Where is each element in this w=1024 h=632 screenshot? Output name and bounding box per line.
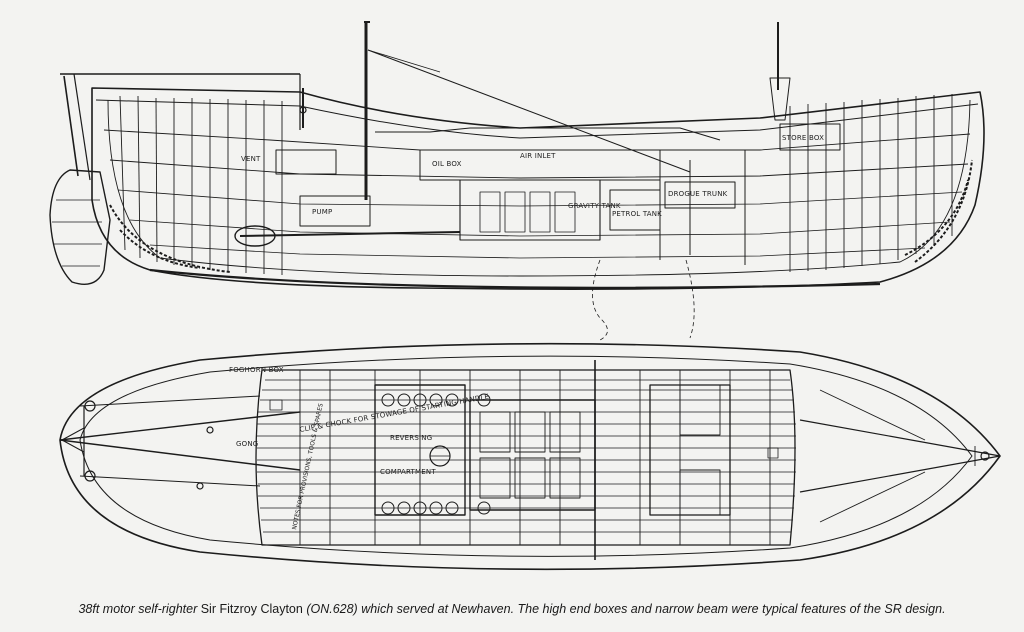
plan-view bbox=[59, 342, 1001, 571]
label-gravity-tank: GRAVITY TANK bbox=[568, 202, 621, 210]
label-petrol-tank: PETROL TANK bbox=[612, 210, 662, 218]
label-oil-box: OIL BOX bbox=[432, 160, 462, 168]
caption-part-1: 38ft motor self-righter bbox=[78, 602, 198, 616]
lifeboat-drawing: VENT PUMP OIL BOX AIR INLET GRAVITY TANK… bbox=[49, 21, 1001, 571]
figure-caption: 38ft motor self-righter Sir Fitzroy Clay… bbox=[0, 596, 1024, 622]
label-vent: VENT bbox=[241, 155, 261, 163]
label-air-inlet: AIR INLET bbox=[520, 152, 556, 160]
label-store-box: STORE BOX bbox=[782, 134, 824, 142]
label-reversing: REVERSING bbox=[390, 434, 432, 442]
caption-part-3: (ON.628) which served at Newhaven. The h… bbox=[306, 602, 946, 616]
label-foghorn-box: FOGHORN BOX bbox=[229, 366, 284, 374]
label-compartment: COMPARTMENT bbox=[380, 468, 436, 476]
rudder bbox=[49, 169, 111, 285]
label-gong: GONG bbox=[236, 440, 258, 448]
side-profile bbox=[49, 21, 985, 341]
caption-boat-name: Sir Fitzroy Clayton bbox=[197, 602, 307, 616]
label-notes-provisions: NOTES FOR PROVISIONS, TOOLS & SPARES bbox=[291, 403, 325, 531]
hull-plan-outline bbox=[59, 342, 1001, 571]
label-pump: PUMP bbox=[312, 208, 332, 216]
label-drogue-trunk: DROGUE TRUNK bbox=[668, 190, 728, 198]
hull-side-outline bbox=[91, 87, 985, 290]
